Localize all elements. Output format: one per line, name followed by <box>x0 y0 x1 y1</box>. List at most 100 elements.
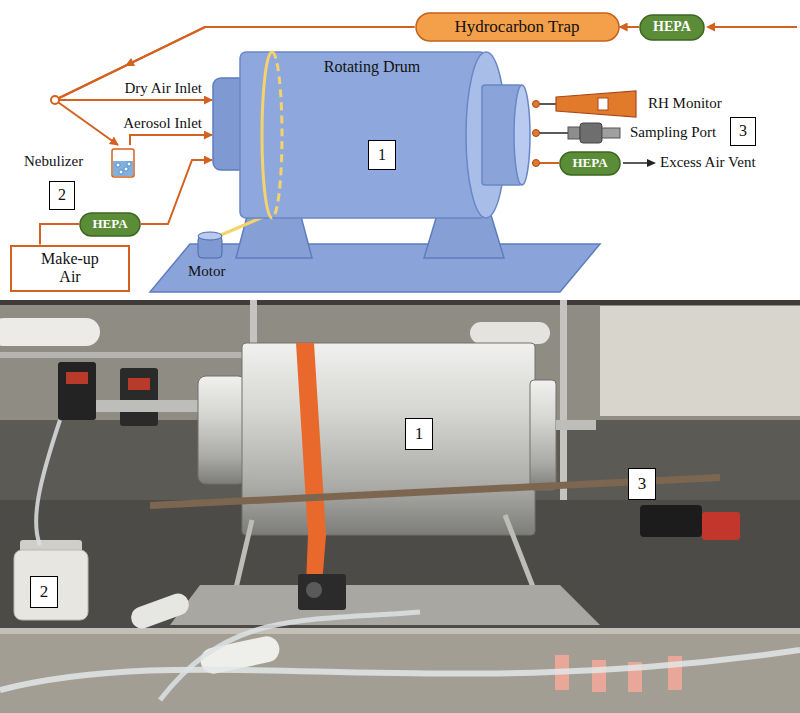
node-label: Nebulizer <box>24 153 83 170</box>
port-dot <box>533 160 540 167</box>
whiteboard <box>600 306 800 416</box>
drum-body <box>242 343 535 535</box>
shelf-strut <box>0 352 250 358</box>
node-label: HEPA <box>653 19 691 35</box>
device <box>702 512 740 540</box>
part-label: Excess Air Vent <box>660 154 756 171</box>
port-dot <box>533 101 540 108</box>
rotating-drum-part <box>262 52 272 218</box>
callout-number: 2 <box>40 582 49 602</box>
counter-edge <box>0 628 800 634</box>
drum-flange <box>530 380 556 490</box>
counter <box>0 628 800 713</box>
split-junction <box>51 96 59 104</box>
flow-arrow <box>123 58 135 70</box>
hepa-filter: HEPA <box>639 14 705 41</box>
device <box>640 505 702 537</box>
nebulizer-jar <box>14 550 88 620</box>
rotating-drum: 1 Rotating Drum <box>212 50 532 220</box>
rotating-drum-part <box>240 52 486 218</box>
callout-number: 3 <box>730 117 756 146</box>
part-label: RH Monitor <box>648 95 722 112</box>
gas-cylinder <box>470 322 550 344</box>
nebulizer-part <box>124 167 128 171</box>
tubing <box>160 612 420 700</box>
callout-number: 2 <box>30 576 58 608</box>
callout-number: 1 <box>405 418 433 450</box>
rh-monitor-symbol <box>556 91 636 117</box>
flow-connector <box>141 160 212 224</box>
nebulizer-part <box>112 149 134 177</box>
callout-number: 3 <box>739 122 747 140</box>
callout-number: 3 <box>638 474 647 494</box>
callout-number: 3 <box>628 468 656 500</box>
callout-number: 1 <box>378 146 386 164</box>
flow-controller <box>58 362 96 420</box>
filter-capsule <box>128 590 192 631</box>
flow-controller <box>66 372 88 384</box>
air-source-box: Make-up Air <box>10 245 130 292</box>
nebulizer-part <box>119 170 123 174</box>
part-label: Motor <box>188 263 226 280</box>
callout-number: 2 <box>49 181 75 210</box>
port-dot <box>533 130 540 137</box>
inlet-arrow <box>706 23 715 32</box>
motor <box>306 582 322 598</box>
nebulizer-part <box>113 161 133 176</box>
hepa-filter-part <box>640 15 704 40</box>
hepa-filter-part <box>80 213 140 236</box>
photo-ground <box>0 300 800 713</box>
inlet-line <box>712 26 797 28</box>
photo <box>0 300 800 713</box>
tubing <box>0 650 800 690</box>
node-label: Hydrocarbon Trap <box>454 17 579 37</box>
hepa-filter: HEPA <box>559 151 621 176</box>
tubing <box>36 420 60 545</box>
rh-monitor-symbol <box>598 98 608 110</box>
callout-number: 2 <box>58 186 66 204</box>
trap-pill-part <box>416 13 619 41</box>
drum-flange <box>198 376 246 484</box>
trap-pill: Hydrocarbon Trap <box>415 12 620 42</box>
drive-strap <box>296 343 326 535</box>
motor-plate <box>170 585 600 625</box>
sampling-port-symbol <box>580 123 602 143</box>
edge-label: Dry Air Inlet <box>123 80 204 97</box>
flow-controller <box>120 368 158 426</box>
callout-number: 1 <box>368 140 396 170</box>
vent-arrow <box>623 162 649 164</box>
nebulizer-part <box>116 163 120 167</box>
flow-connector <box>40 224 79 245</box>
shelf-strut <box>560 300 567 530</box>
rotating-drum-part <box>514 85 530 185</box>
sampling-port-symbol <box>602 128 620 138</box>
node-label: Rotating Drum <box>324 58 420 76</box>
fitting <box>96 400 200 412</box>
shelf-frame <box>0 300 800 305</box>
sampling-port-symbol <box>568 127 580 139</box>
motor-symbol <box>198 232 222 240</box>
motor <box>298 574 346 610</box>
fitting <box>556 420 596 430</box>
node-label: Make-up Air <box>35 250 105 287</box>
flow-connector <box>130 135 212 145</box>
gas-cylinder <box>0 318 100 346</box>
nebulizer-part <box>127 162 131 166</box>
rotating-drum-outline <box>212 50 532 220</box>
hepa-filter-part <box>560 152 620 175</box>
wire <box>536 132 568 134</box>
flow-connector <box>620 26 640 28</box>
node-label: HEPA <box>92 217 127 232</box>
schematic-art <box>150 23 797 293</box>
rotating-drum-part <box>272 52 282 218</box>
node-label: HEPA <box>572 156 607 171</box>
edge-label: Aerosol Inlet <box>121 115 204 132</box>
flow-controller <box>128 378 150 390</box>
vent-arrow <box>647 159 656 167</box>
hepa-filter: HEPA <box>79 212 141 237</box>
part-label: Sampling Port <box>630 124 716 141</box>
nebulizer: Nebulizer <box>20 145 142 179</box>
tape <box>592 660 606 692</box>
callout-number: 1 <box>415 424 424 444</box>
